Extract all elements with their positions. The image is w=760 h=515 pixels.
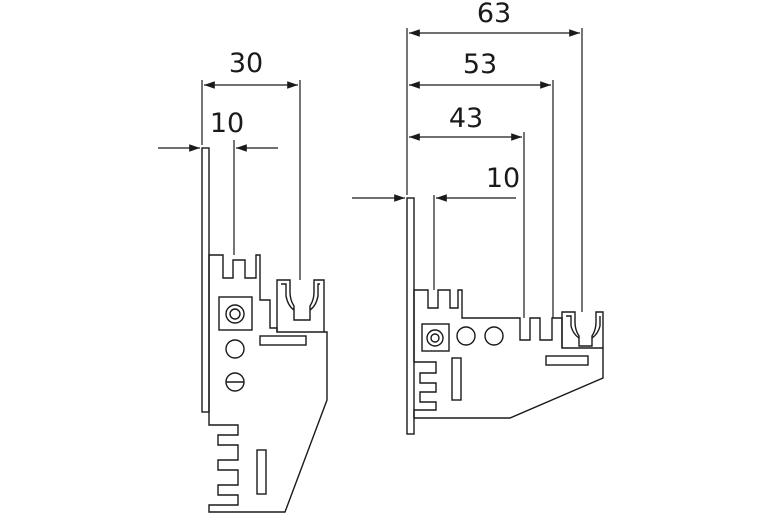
right-dimensions: 63 53 43 10 bbox=[352, 0, 583, 318]
left-screw-block bbox=[218, 296, 253, 331]
left-screw-inner bbox=[229, 308, 241, 320]
right-screw-block bbox=[421, 323, 450, 352]
right-dim-43-label: 43 bbox=[449, 103, 483, 134]
right-dim-53-label: 53 bbox=[463, 49, 497, 80]
left-dim-10-label: 10 bbox=[210, 108, 244, 139]
right-dim-10-label: 10 bbox=[486, 163, 520, 194]
right-hole-1 bbox=[456, 326, 476, 346]
left-dim-30-label: 30 bbox=[229, 48, 263, 79]
right-slot-horizontal bbox=[545, 355, 589, 366]
left-bracket bbox=[201, 147, 328, 513]
right-dim-63-label: 63 bbox=[477, 0, 511, 29]
right-slot-vertical bbox=[451, 357, 462, 401]
left-body-outline bbox=[208, 254, 328, 513]
right-screw-outer bbox=[426, 329, 444, 347]
left-rail bbox=[201, 147, 210, 413]
left-fork-inner bbox=[281, 283, 320, 311]
right-bracket bbox=[406, 197, 604, 435]
left-hole-1 bbox=[225, 339, 245, 359]
left-screw-outer bbox=[225, 304, 245, 324]
right-fork-inner bbox=[566, 315, 601, 339]
right-hole-2 bbox=[484, 326, 504, 346]
left-dimensions: 30 10 bbox=[158, 48, 301, 280]
right-body-outline bbox=[413, 289, 604, 419]
right-screw-inner bbox=[430, 333, 440, 343]
right-fork bbox=[561, 311, 604, 348]
left-slot-horizontal bbox=[259, 335, 307, 346]
right-rail bbox=[406, 197, 415, 435]
left-fork bbox=[276, 279, 325, 332]
left-slot-vertical bbox=[256, 449, 267, 495]
